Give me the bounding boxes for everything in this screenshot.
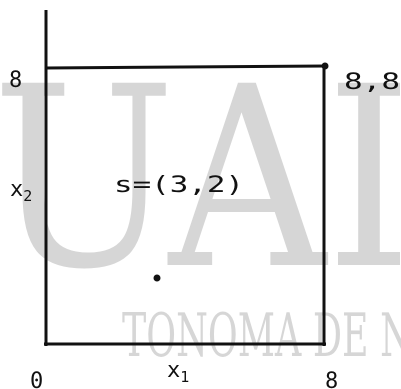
x-axis-letter: x xyxy=(167,358,180,383)
y-axis-letter: x xyxy=(10,177,23,202)
y-tick-label-8: 8 xyxy=(9,68,22,93)
region-top-edge xyxy=(45,64,327,70)
corner-point xyxy=(321,62,329,70)
origin-label: 0 xyxy=(30,369,43,389)
x-tick-label-8: 8 xyxy=(325,369,338,389)
point-label: s=(3,2) xyxy=(114,173,244,198)
y-axis-label: x2 xyxy=(10,177,32,205)
x-axis-subscript: 1 xyxy=(180,368,189,386)
x-axis-label: x1 xyxy=(167,358,189,386)
corner-label: 8,8 xyxy=(344,70,400,95)
y-axis-subscript: 2 xyxy=(23,187,32,205)
watermark-top: UAI xyxy=(0,33,401,324)
watermark-bottom: TONOMA DE N xyxy=(122,301,401,371)
state-point-s xyxy=(153,274,161,282)
